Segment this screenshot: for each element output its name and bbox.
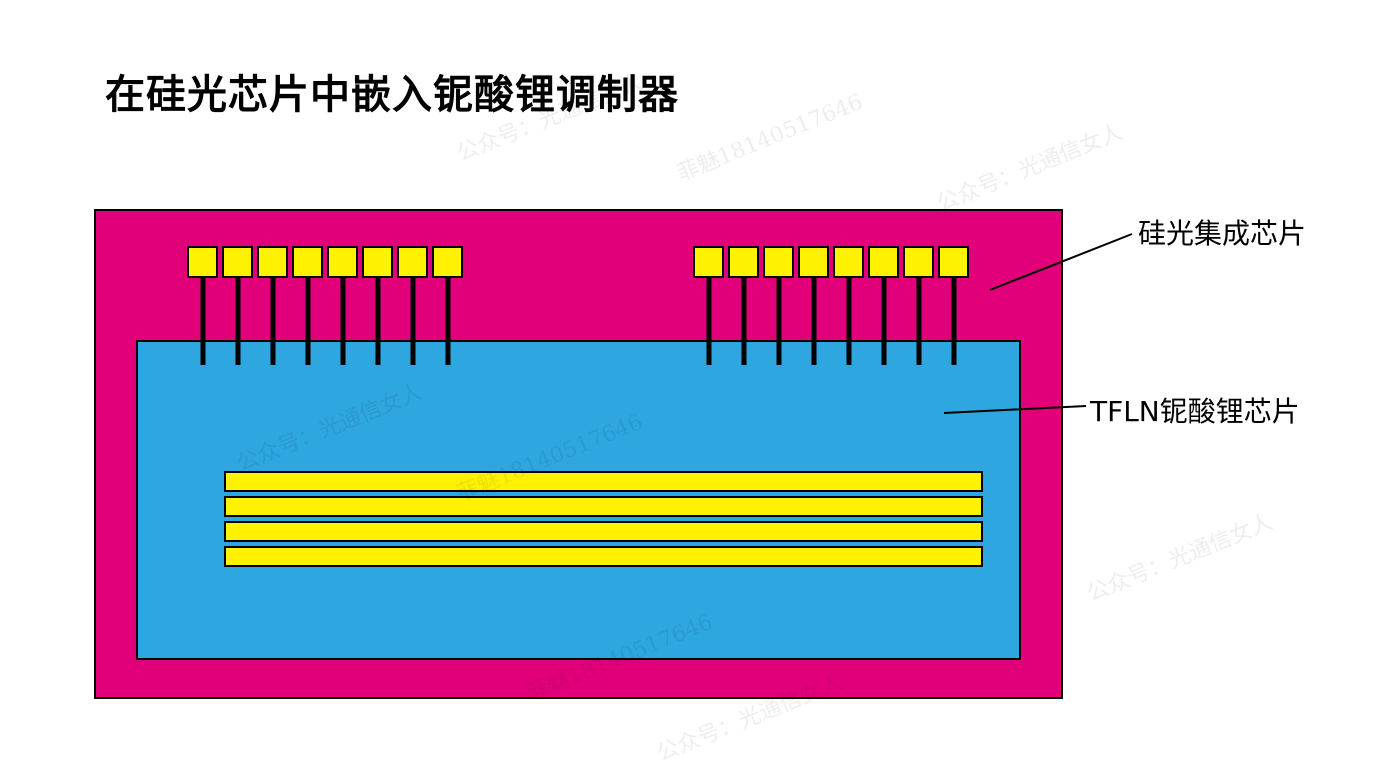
modulator-electrode — [224, 496, 983, 517]
bond-pad — [292, 246, 323, 278]
bond-pad — [187, 246, 218, 278]
silicon-chip-leader-line — [989, 233, 1133, 291]
bond-pad — [798, 246, 829, 278]
bond-pad — [833, 246, 864, 278]
modulator-electrode — [224, 546, 983, 567]
bond-pad — [728, 246, 759, 278]
bond-pad — [327, 246, 358, 278]
bond-pad — [362, 246, 393, 278]
tfln-chip-leader-line — [943, 405, 1087, 414]
bond-pad — [763, 246, 794, 278]
tfln-chip-label: TFLN铌酸锂芯片 — [1090, 395, 1300, 428]
bond-pad — [903, 246, 934, 278]
bond-pad — [868, 246, 899, 278]
modulator-electrode — [224, 521, 983, 542]
modulator-electrode — [224, 471, 983, 492]
page-title: 在硅光芯片中嵌入铌酸锂调制器 — [105, 72, 679, 118]
silicon-chip-label: 硅光集成芯片 — [1138, 217, 1307, 250]
bond-pad — [938, 246, 969, 278]
bond-pad — [222, 246, 253, 278]
bond-pad — [693, 246, 724, 278]
bond-pad — [397, 246, 428, 278]
bond-pad — [257, 246, 288, 278]
bond-pad — [432, 246, 463, 278]
